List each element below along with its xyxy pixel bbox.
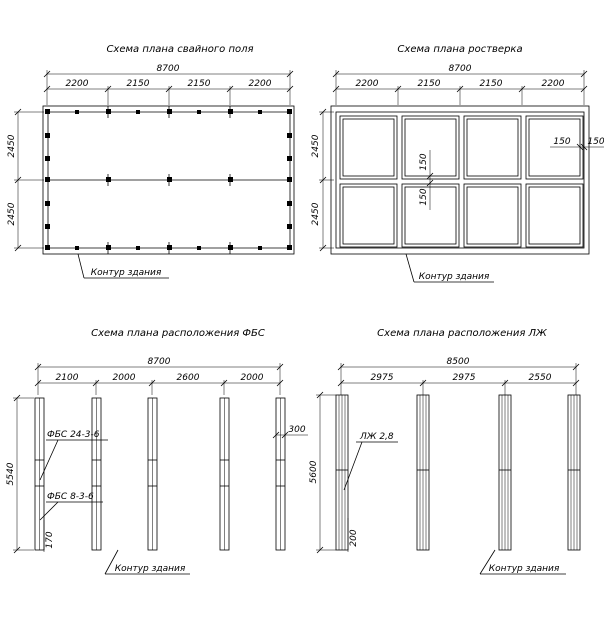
lzh-span-2: 2975 — [453, 373, 476, 383]
lzh-dim-200: 200 — [349, 529, 359, 546]
pile-side-2: 2450 — [7, 202, 17, 225]
grillage-cells — [335, 111, 585, 249]
grillage-side-2: 2450 — [311, 202, 321, 225]
lzh-span-3: 2550 — [529, 373, 552, 383]
pile-span-4: 2200 — [249, 79, 272, 89]
fbs-dim-170: 170 — [45, 531, 55, 548]
grillage-span-1: 2200 — [356, 79, 379, 89]
fbs-label-1: ФБС 24-3-6 — [47, 430, 100, 440]
fbs-plan: Схема плана расположения ФБС 8700 2100 2… — [6, 328, 308, 575]
lzh-label-1: ЛЖ 2,8 — [359, 432, 394, 442]
lzh-blocks — [335, 394, 581, 551]
grillage-offset-b: 150 — [587, 137, 604, 147]
pile-field-plan: Схема плана свайного поля 8700 2200 2150… — [7, 44, 295, 279]
grillage-title: Схема плана ростверка — [397, 44, 522, 55]
pile-field-title: Схема плана свайного поля — [106, 44, 253, 55]
grillage-span-2: 2150 — [418, 79, 441, 89]
grillage-offset-a: 150 — [553, 137, 570, 147]
fbs-span-4: 2000 — [241, 373, 264, 383]
grillage-contour-label: Контур здания — [419, 272, 490, 282]
lzh-side-dim: 5600 — [309, 460, 319, 483]
fbs-span-1: 2100 — [56, 373, 79, 383]
grillage-offset-d: 150 — [419, 188, 429, 205]
grillage-overall-dim: 8700 — [449, 64, 472, 74]
fbs-contour-label: Контур здания — [115, 564, 186, 574]
lzh-overall-dim: 8500 — [447, 357, 470, 367]
pile-span-1: 2200 — [66, 79, 89, 89]
pile-overall-dim: 8700 — [157, 64, 180, 74]
fbs-dim-300: 300 — [288, 425, 305, 435]
fbs-span-3: 2600 — [177, 373, 200, 383]
grillage-offset-c: 150 — [419, 153, 429, 170]
grillage-span-3: 2150 — [480, 79, 503, 89]
grillage-span-4: 2200 — [542, 79, 565, 89]
lzh-span-1: 2975 — [371, 373, 394, 383]
pile-span-3: 2150 — [188, 79, 211, 89]
fbs-title: Схема плана расположения ФБС — [91, 328, 265, 339]
grillage-side-1: 2450 — [311, 134, 321, 157]
pile-side-1: 2450 — [7, 134, 17, 157]
pile-contour-label: Контур здания — [91, 268, 162, 278]
lzh-contour-label: Контур здания — [489, 564, 560, 574]
fbs-side-dim: 5540 — [6, 462, 16, 485]
grillage-building-outline — [330, 105, 590, 255]
lzh-plan: Схема плана расположения ЛЖ 8500 2975 29… — [309, 328, 581, 575]
fbs-blocks — [34, 397, 286, 551]
fbs-overall-dim: 8700 — [148, 357, 171, 367]
pile-markers — [45, 106, 292, 254]
pile-building-outline — [42, 105, 295, 255]
fbs-label-2: ФБС 8-3-6 — [47, 492, 94, 502]
fbs-span-2: 2000 — [113, 373, 136, 383]
pile-span-2: 2150 — [127, 79, 150, 89]
lzh-title: Схема плана расположения ЛЖ — [377, 328, 548, 339]
grillage-plan: Схема плана ростверка 8700 2200 2150 215… — [311, 44, 604, 283]
